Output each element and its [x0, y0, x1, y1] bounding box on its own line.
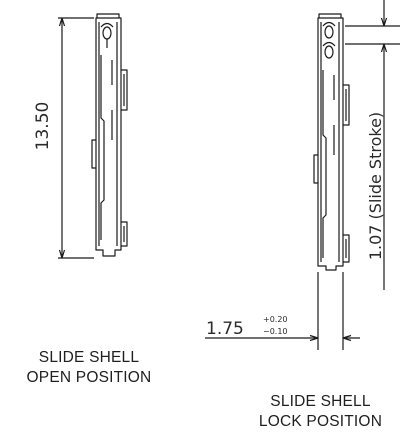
lock-caption-line1: SLIDE SHELL — [270, 393, 371, 410]
stroke-dimension — [345, 0, 400, 290]
lock-caption-line2: LOCK POSITION — [258, 413, 383, 430]
width-tolerance-minus: −0.10 — [263, 327, 288, 336]
lock-position-part — [313, 13, 350, 271]
lock-position-caption: SLIDE SHELL LOCK POSITION — [236, 392, 405, 432]
height-value: 13.50 — [33, 102, 53, 151]
width-dimension — [205, 272, 360, 350]
open-caption-line1: SLIDE SHELL — [38, 349, 140, 366]
stroke-value: 1.07 (Slide Stroke) — [366, 112, 385, 260]
open-position-caption: SLIDE SHELL OPEN POSITION — [0, 348, 178, 388]
open-position-part — [91, 13, 128, 257]
height-dimension — [58, 17, 94, 259]
width-tolerance-plus: +0.20 — [263, 315, 288, 324]
width-value: 1.75 — [206, 319, 244, 339]
open-caption-line2: OPEN POSITION — [26, 369, 152, 386]
